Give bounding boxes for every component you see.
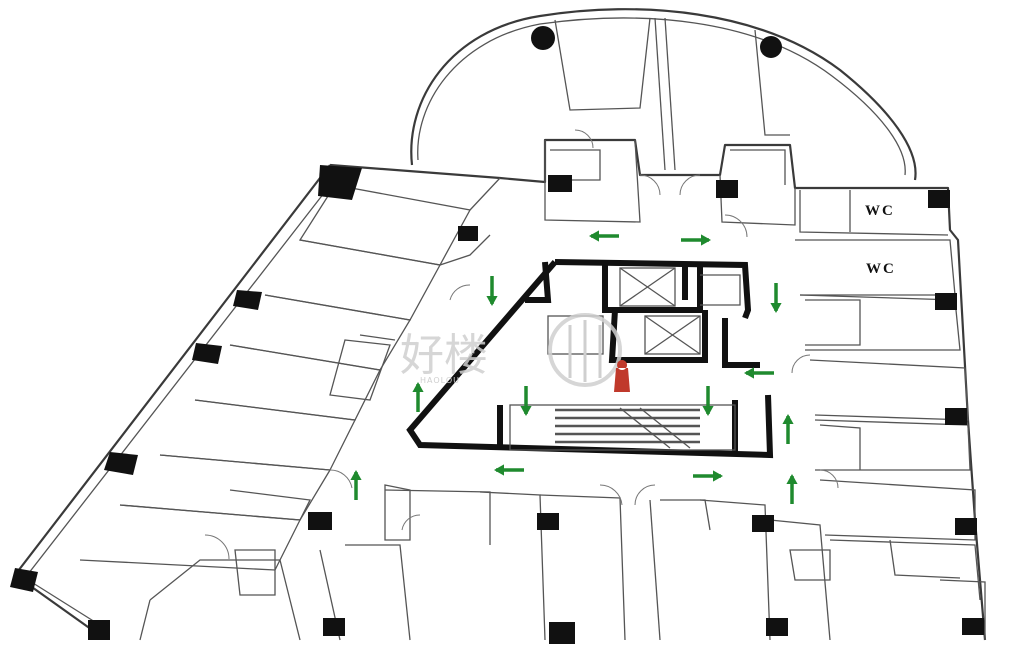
arrow-up-icon [782, 414, 794, 444]
column [928, 190, 950, 208]
evacuation-arrows [350, 230, 798, 504]
left-wing-rooms [79, 177, 501, 571]
top-rooms [544, 17, 949, 236]
arrow-right-icon [681, 234, 711, 246]
column [752, 515, 774, 532]
column [548, 175, 572, 192]
arrow-down-icon [486, 276, 498, 306]
curved-inner-wall [417, 17, 906, 176]
watermark-subtext: HAOLOU [420, 376, 460, 385]
column [88, 620, 110, 640]
column [760, 36, 782, 58]
watermark-logo: 好楼 HAOLOU [400, 313, 622, 387]
arrow-up-icon [412, 382, 424, 412]
column [458, 226, 478, 241]
arrow-left-icon [744, 367, 774, 379]
bottom-rooms [139, 484, 831, 641]
outer-wall-inner-line [24, 174, 339, 623]
column [935, 293, 957, 310]
arrow-down-icon [770, 283, 782, 313]
door-swings [204, 129, 839, 560]
column [549, 622, 575, 644]
column [531, 26, 555, 50]
core-walls [406, 259, 774, 459]
column [233, 290, 262, 310]
stairs [509, 404, 736, 451]
curved-outer-wall [410, 8, 917, 181]
column [104, 452, 138, 475]
elevator-shafts [547, 267, 741, 355]
arrow-up-icon [350, 470, 362, 500]
column [308, 512, 332, 530]
watermark-emblem [548, 313, 622, 387]
arrow-right-icon [693, 470, 723, 482]
arrow-up-icon [786, 474, 798, 504]
outer-wall [13, 138, 987, 641]
column [962, 618, 984, 635]
watermark-text: 好楼 [400, 330, 488, 381]
column [945, 408, 967, 425]
arrow-down-icon [702, 386, 714, 416]
column [192, 343, 222, 364]
column [716, 180, 738, 198]
column [323, 618, 345, 636]
wc-label-bottom: WC [866, 261, 896, 277]
structural-columns [10, 26, 984, 644]
person-marker-icon [614, 360, 630, 392]
column [537, 513, 559, 530]
arrow-left-icon [494, 464, 524, 476]
column [318, 165, 362, 200]
column [10, 568, 38, 592]
wc-label-top: WC [865, 203, 895, 219]
arrow-left-icon [589, 230, 619, 242]
column [955, 518, 977, 535]
arrow-down-icon [520, 386, 532, 416]
column [766, 618, 788, 636]
right-wing-rooms [795, 239, 986, 640]
